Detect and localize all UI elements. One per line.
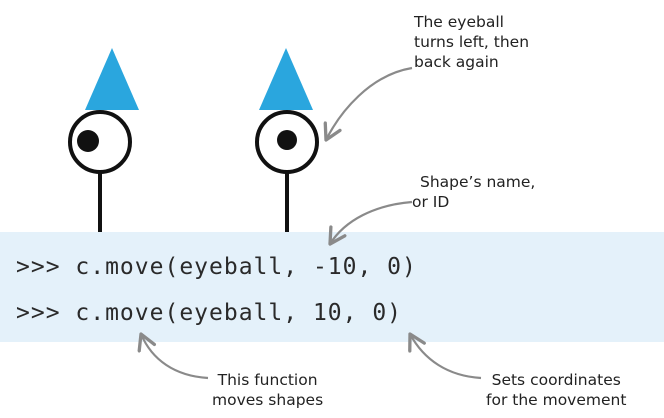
code-panel-bg (0, 232, 664, 342)
arrow-function (137, 332, 209, 380)
annotation-coordinates: Sets coordinates for the movement (486, 370, 626, 410)
annotation-coordinates-line: Sets coordinates (491, 371, 621, 389)
code-line-move-left: >>> c.move(eyeball, -10, 0) (16, 254, 417, 280)
hat-right (259, 48, 313, 110)
annotation-eyeball-line: back again (414, 53, 499, 71)
pupil-right (277, 130, 297, 150)
annotation-shape-name-line: or ID (412, 193, 450, 211)
arrow-coordinates (408, 332, 482, 380)
annotation-function-line: moves shapes (212, 391, 324, 409)
annotation-coordinates-line: for the movement (486, 391, 627, 409)
pupil-left (77, 130, 99, 152)
eye-outline-left (68, 110, 132, 174)
annotation-shape-name: Shape’s name, or ID (412, 172, 535, 212)
code-line-move-right: >>> c.move(eyeball, 10, 0) (16, 300, 403, 326)
annotation-function-line: This function (217, 371, 318, 389)
annotation-eyeball-line: The eyeball (414, 13, 504, 31)
hat-left (85, 48, 139, 110)
character-left (68, 48, 139, 233)
arrow-shape-name (328, 200, 413, 246)
annotation-function: This function moves shapes (212, 370, 323, 410)
annotation-eyeball-line: turns left, then (414, 33, 530, 51)
character-right (255, 48, 319, 233)
arrow-eyeball (323, 66, 413, 142)
annotation-shape-name-line: Shape’s name, (420, 173, 536, 191)
annotation-eyeball: The eyeball turns left, then back again (414, 12, 529, 72)
